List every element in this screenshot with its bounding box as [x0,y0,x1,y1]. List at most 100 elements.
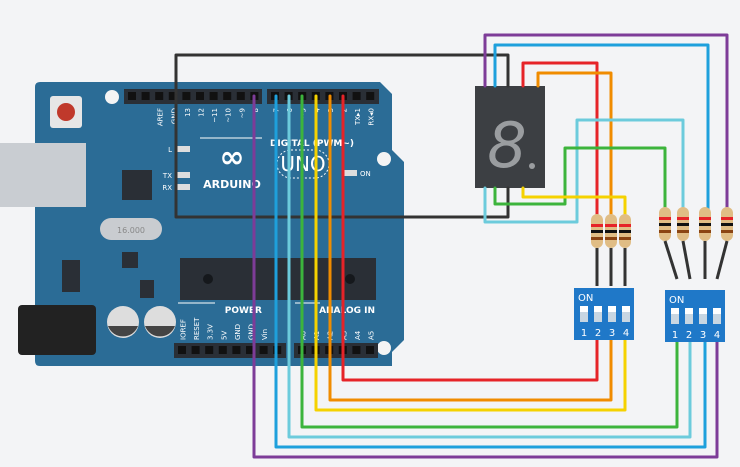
power-header [174,343,286,358]
dip-number: 3 [700,330,706,341]
pin-label: ~11 [211,108,219,123]
dip-toggle-2[interactable] [685,308,693,324]
led-l [176,146,190,152]
header-pin[interactable] [246,346,254,354]
header-pin[interactable] [128,92,136,100]
dip-toggle-1[interactable] [580,306,588,322]
header-pin[interactable] [223,92,232,100]
header-pin[interactable] [352,92,361,100]
pin-label: ~10 [225,108,233,123]
header-pin[interactable] [205,346,214,354]
pin-label: GND [170,108,178,124]
wire-gnd-top[interactable] [174,53,510,98]
led-tx [176,172,190,178]
decimal-point [529,163,535,169]
wire-purple-display[interactable] [483,33,729,212]
dip-toggle-4[interactable] [622,306,630,322]
voltage-regulator [62,260,80,292]
pin-label: A4 [354,330,362,340]
resistor[interactable] [699,207,711,279]
dip-number: 2 [595,328,601,339]
dip-number: 3 [609,328,615,339]
header-pin[interactable] [196,92,204,100]
wire-yellow-pin4[interactable] [314,94,627,412]
seven-segment-display[interactable]: 8 [475,86,545,188]
led-label-on: ON [360,170,371,178]
led-rx [176,184,190,190]
header-pin[interactable] [182,92,191,100]
resistor[interactable] [659,207,679,280]
header-pin[interactable] [232,346,241,354]
header-pin[interactable] [141,92,150,100]
wire-orange-pin3[interactable] [328,94,613,402]
power-label: POWER [225,306,262,316]
header-pin[interactable] [209,92,218,100]
resistor[interactable] [715,207,733,280]
wire-red-display[interactable] [521,61,599,220]
display-body [475,86,545,188]
crystal [100,218,162,240]
dip-on-label: ON [578,293,593,304]
pin-label: GND [234,324,242,340]
arduino-uno[interactable]: 16.000 ∞ ARDUINO UNO DIGITAL (PWM~) POWE… [0,82,404,366]
mounting-hole [377,341,391,355]
analog-header [294,343,378,358]
dip-number: 4 [623,328,629,339]
header-pin[interactable] [155,92,164,100]
digital-label: DIGITAL (PWM~) [270,139,354,149]
resistor[interactable] [605,214,617,286]
arduino-infinity-logo: ∞ [220,140,245,175]
header-pin[interactable] [352,346,361,354]
dip-toggle-3[interactable] [699,308,707,324]
led-label-l: L [168,146,172,154]
header-pin[interactable] [366,346,374,354]
pin-label: 13 [184,108,192,117]
header-pin[interactable] [218,346,227,354]
wires [174,33,729,459]
usb-connector [0,143,86,207]
pin-label: TX▸1 [354,108,362,126]
resistor[interactable] [619,214,631,286]
small-chip [122,252,138,268]
resistor[interactable] [677,207,692,280]
header-pin[interactable] [191,346,200,354]
wire-cyan-display[interactable] [483,118,685,224]
pin-label: GND [248,324,256,340]
wire-cyan-pin6[interactable] [287,94,692,439]
wire-blue-pin7[interactable] [274,94,707,449]
dip-toggle-2[interactable] [594,306,602,322]
dip-number: 2 [686,330,692,341]
digital-header-right [267,89,379,104]
wire-purple-pin8[interactable] [252,94,719,459]
wire-orange-display[interactable] [536,71,613,220]
wire-red-pin2[interactable] [341,94,599,382]
pin-label: ~5 [300,108,308,118]
dip-toggle-4[interactable] [713,308,721,324]
wire-green-display[interactable] [493,146,667,212]
header-pin[interactable] [236,92,245,100]
wire-yellow-display[interactable] [521,186,627,220]
dip-toggle-1[interactable] [671,308,679,324]
header-pin[interactable] [168,92,177,100]
pin-label: ~9 [238,108,246,118]
wire-blue-display[interactable] [493,43,710,212]
pin-label: IOREF [180,319,188,340]
pin-label: RESET [193,317,201,340]
led-label-tx: TX [162,172,172,180]
header-pin[interactable] [178,346,186,354]
pin-label: 12 [198,108,206,117]
pin-label: RX◂0 [368,108,376,126]
header-pin[interactable] [259,346,268,354]
header-pin[interactable] [366,92,375,100]
wire-green-pin5[interactable] [300,94,679,429]
arduino-brand: ARDUINO [203,178,261,191]
pin-label: 5V [220,331,228,340]
display-digit: 8 [487,109,526,182]
dip-toggle-3[interactable] [608,306,616,322]
mounting-hole [377,152,391,166]
resistor[interactable] [591,214,603,286]
